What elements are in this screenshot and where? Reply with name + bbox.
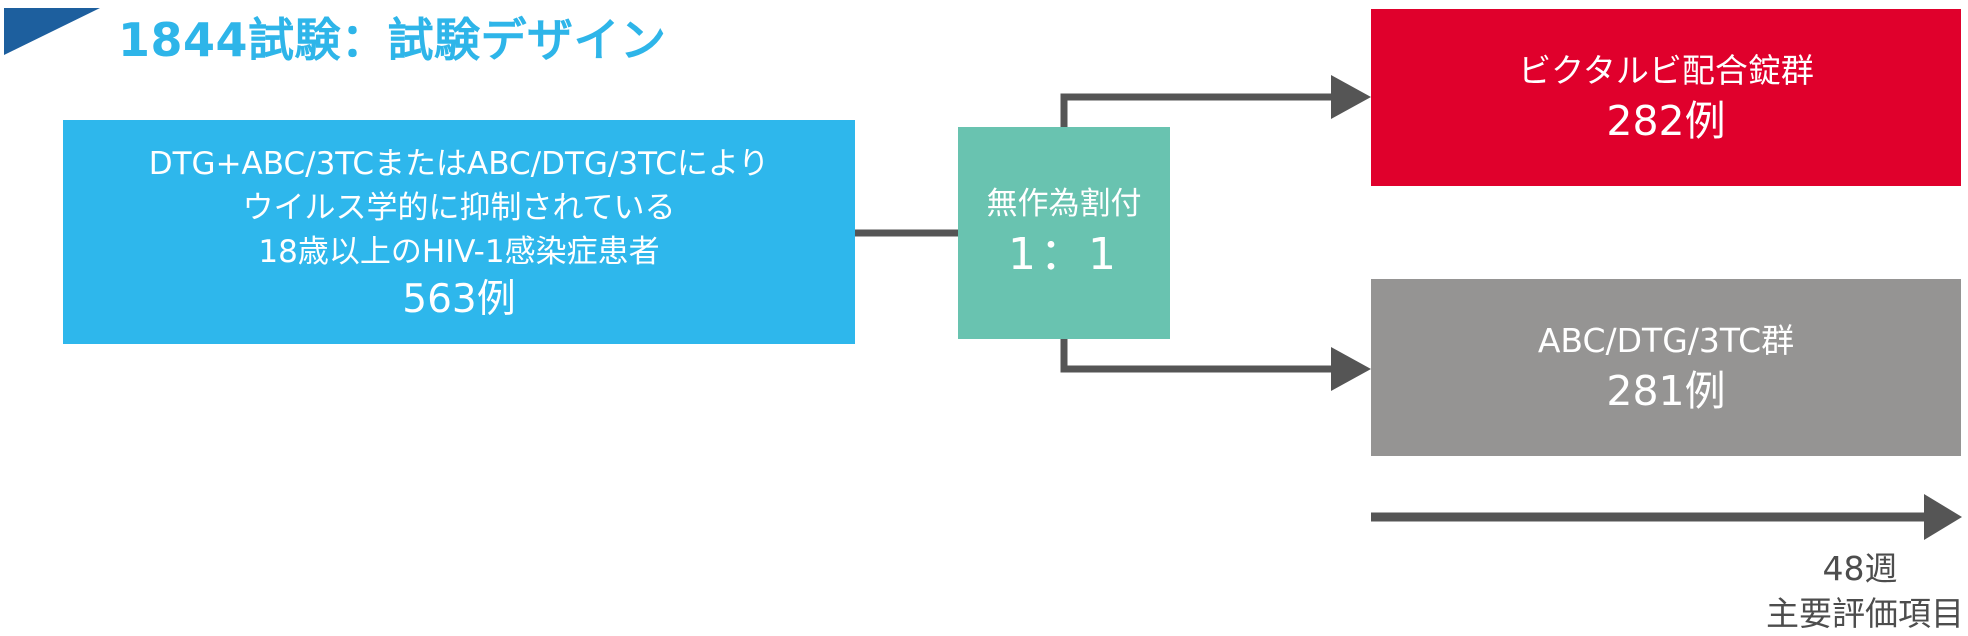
population-box: DTG+ABC/3TCまたはABC/DTG/3TCにより ウイルス学的に抑制され… xyxy=(63,120,855,344)
randomization-to-arm-1-line xyxy=(1060,93,1335,127)
population-line-1: DTG+ABC/3TCまたはABC/DTG/3TCにより xyxy=(148,146,770,182)
timeline-week-label: 48週 xyxy=(1822,549,1898,588)
page-title: 1844試験：試験デザイン xyxy=(118,13,667,67)
arm-box-abc-dtg-3tc: ABC/DTG/3TC群 281例 xyxy=(1371,279,1961,456)
timeline-arrowhead-icon xyxy=(1924,494,1962,540)
arm-1-arrowhead-icon xyxy=(1331,75,1371,119)
randomization-ratio: 1：1 xyxy=(1008,229,1120,280)
arm-box-bictarvy: ビクタルビ配合錠群 282例 xyxy=(1371,9,1961,186)
primary-endpoint-label: 主要評価項目 xyxy=(1766,594,1964,633)
arm-2-count: 281例 xyxy=(1606,366,1726,415)
population-line-2: ウイルス学的に抑制されている xyxy=(242,190,676,226)
title-triangle-icon xyxy=(4,8,100,55)
randomization-box: 無作為割付 1：1 xyxy=(958,127,1170,339)
arm-1-label: ビクタルビ配合錠群 xyxy=(1518,50,1814,90)
arm-2-arrowhead-icon xyxy=(1331,347,1371,391)
randomization-label: 無作為割付 xyxy=(986,186,1142,222)
population-count: 563例 xyxy=(402,277,516,322)
population-line-3: 18歳以上のHIV-1感染症患者 xyxy=(258,234,660,270)
arm-1-count: 282例 xyxy=(1606,96,1726,145)
randomization-to-arm-2-line xyxy=(1060,339,1335,373)
arm-2-label: ABC/DTG/3TC群 xyxy=(1537,320,1795,360)
